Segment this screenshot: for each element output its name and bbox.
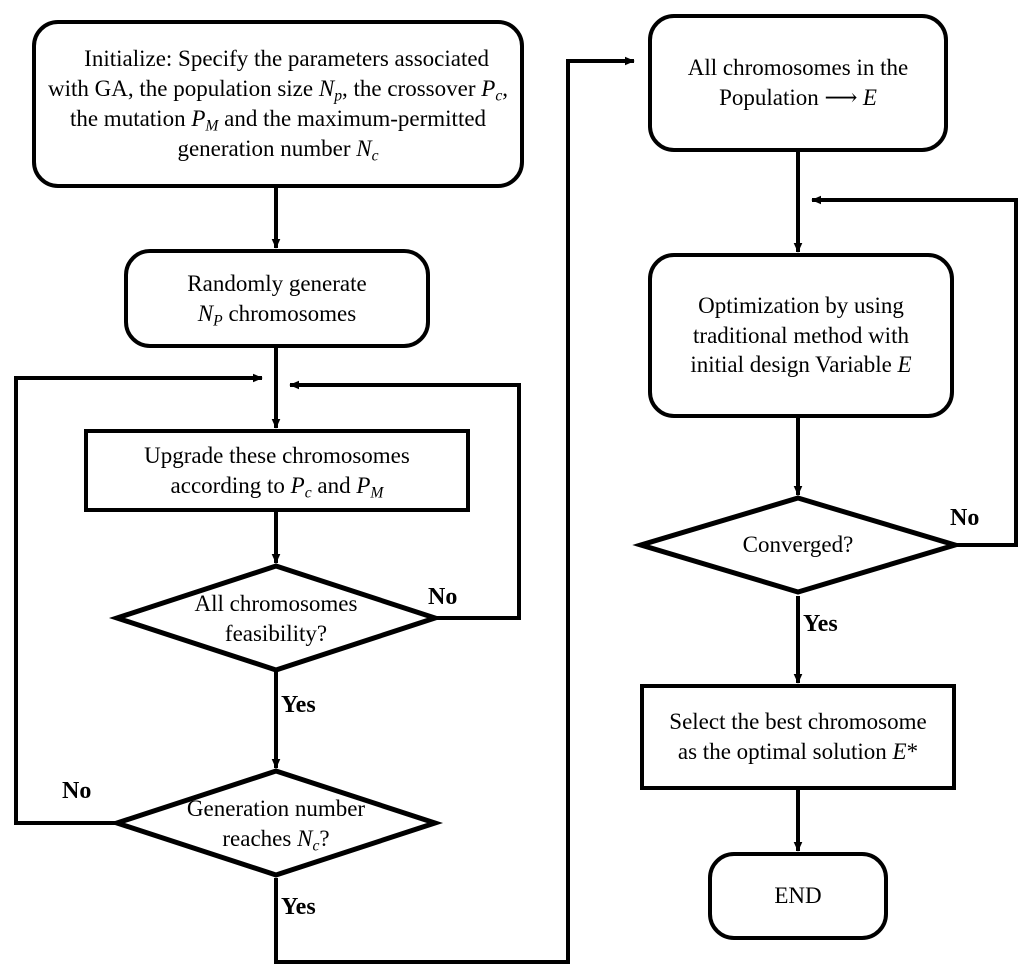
edge-label-feasibility-yes: Yes: [281, 692, 316, 718]
edge-label-generation-no: No: [62, 778, 92, 804]
node-end[interactable]: END: [708, 852, 888, 940]
node-converged-label[interactable]: Converged?: [678, 528, 918, 562]
node-end-text: END: [774, 883, 822, 909]
edge-label-converged-no: No: [950, 505, 980, 531]
edge-label-feasibility-no: No: [428, 584, 458, 610]
node-initialize-text: Initialize: Specify the parameters assoc…: [47, 46, 508, 165]
node-initialize[interactable]: Initialize: Specify the parameters assoc…: [32, 20, 524, 188]
edge-label-converged-yes: Yes: [803, 611, 838, 637]
node-converged-text: Converged?: [742, 532, 854, 558]
edge-label-generation-yes: Yes: [281, 894, 316, 920]
